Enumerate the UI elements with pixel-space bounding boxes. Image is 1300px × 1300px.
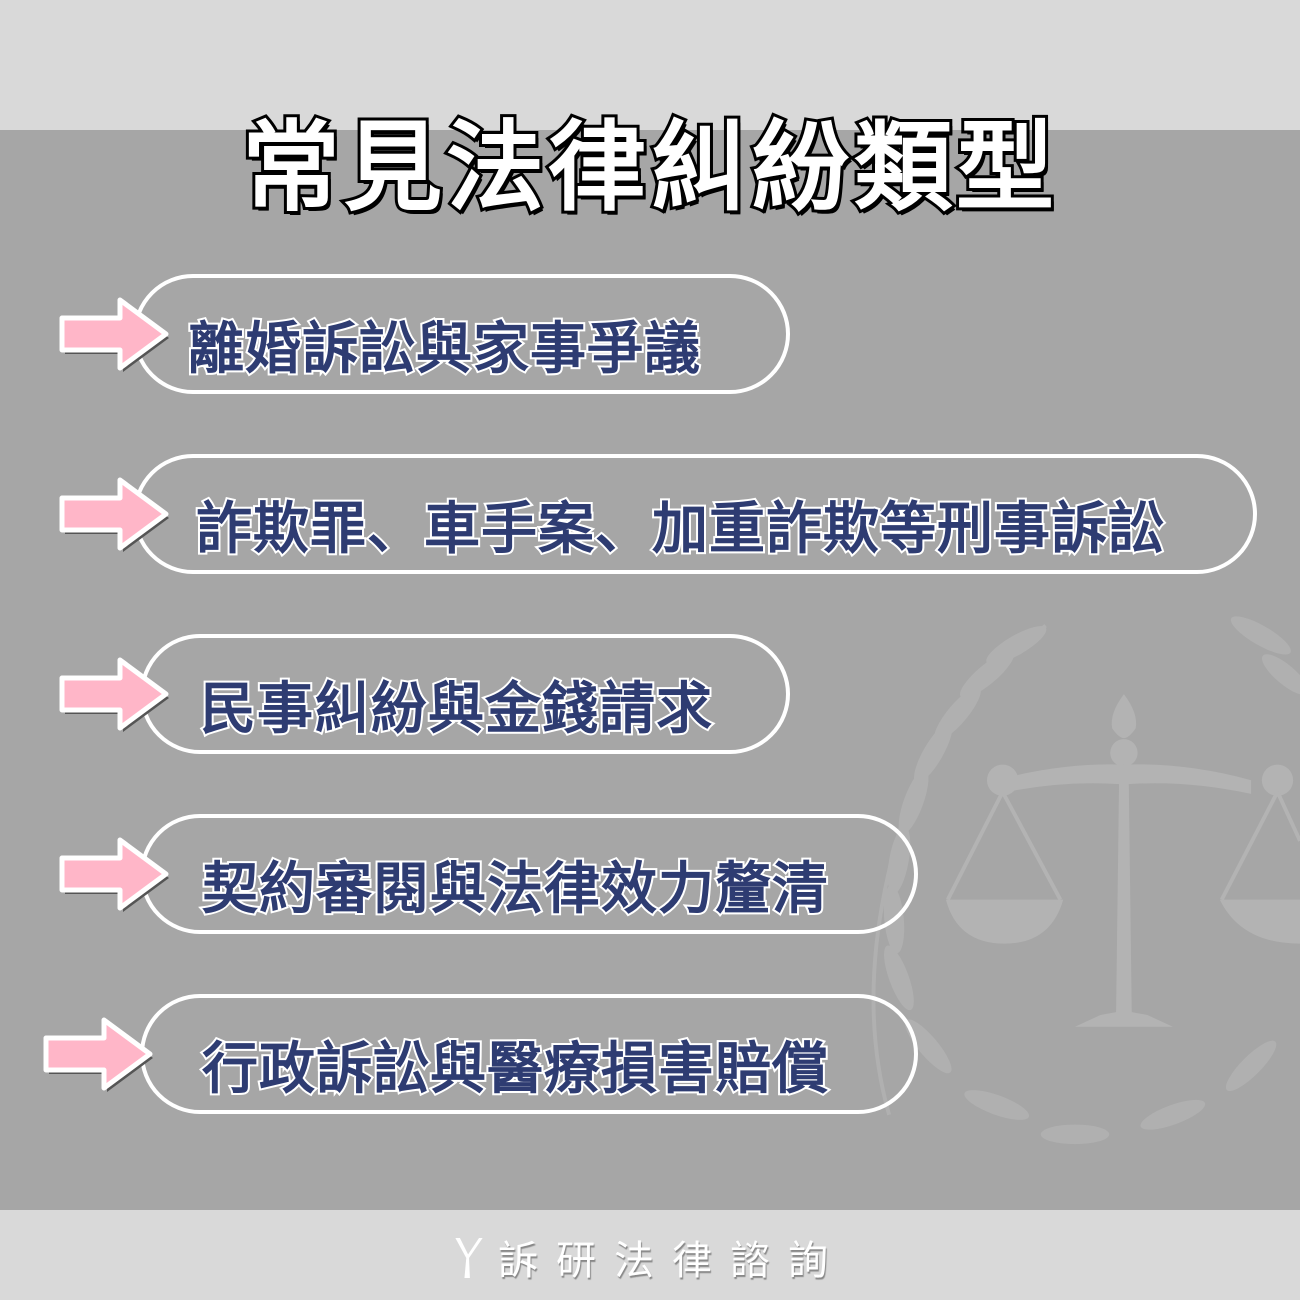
bottom-band <box>0 1210 1300 1300</box>
brand-name: 訴研法律諮詢 <box>498 1238 846 1284</box>
list-item-label: 詐欺罪、車手案、加重詐欺等刑事訴訟 <box>194 495 1166 564</box>
arrow-right-icon <box>59 477 169 552</box>
arrow-right-icon <box>43 1017 153 1092</box>
list-item-label: 契約審閱與法律效力釐清 <box>200 855 830 924</box>
list-item-label: 行政訴訟與醫療損害賠償 <box>200 1035 830 1104</box>
scales-of-justice-icon <box>871 616 1300 1145</box>
y-logo-icon <box>455 1238 483 1278</box>
top-band <box>0 0 1300 130</box>
list-item-label: 離婚訴訟與家事爭議 <box>186 315 702 384</box>
arrow-right-icon <box>59 837 169 912</box>
list-item-label: 民事糾紛與金錢請求 <box>198 675 714 744</box>
footer-brand: 訴研法律諮詢 <box>0 1228 1300 1286</box>
arrow-right-icon <box>59 297 169 372</box>
page-title: 常見法律糾紛類型 <box>239 108 1058 228</box>
arrow-right-icon <box>59 657 169 732</box>
